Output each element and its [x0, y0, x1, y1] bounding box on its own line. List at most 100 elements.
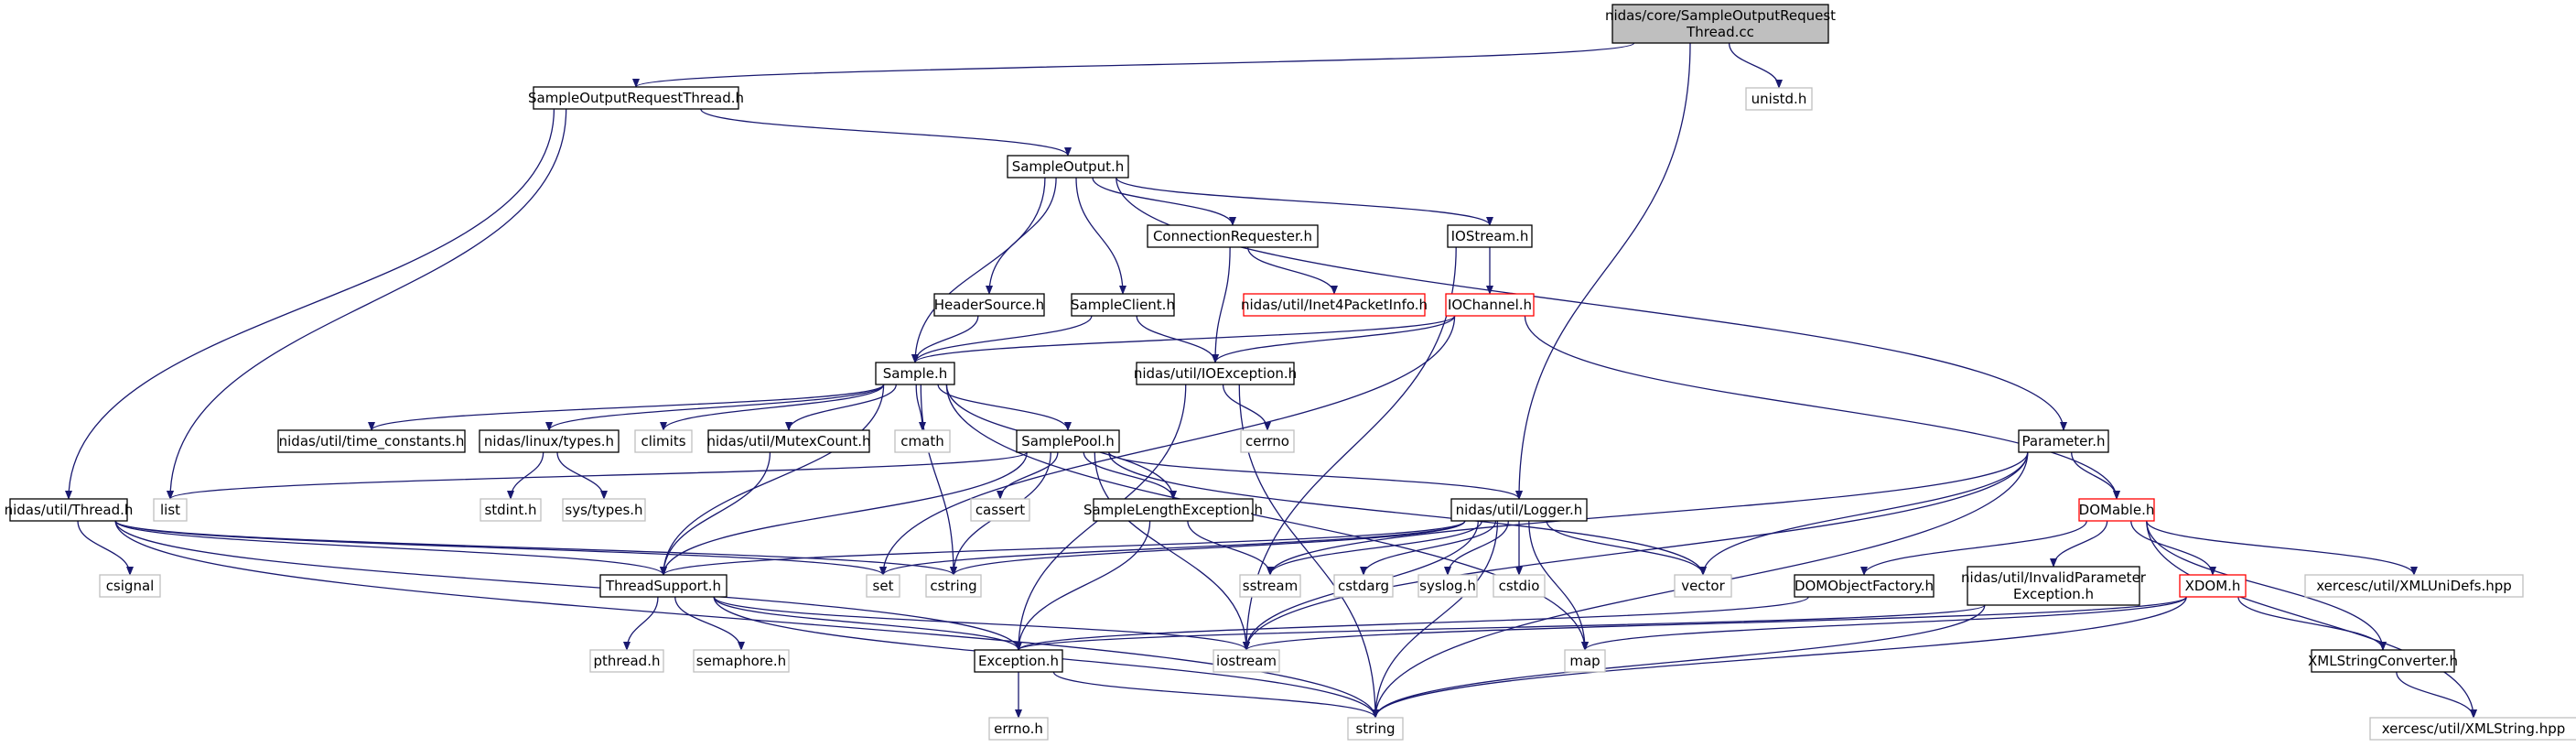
edge-sort-to-so — [700, 108, 1072, 157]
node-cstdio[interactable]: cstdio — [1493, 574, 1546, 598]
node-timeconst[interactable]: nidas/util/time_constants.h — [277, 429, 466, 453]
node-set[interactable]: set — [866, 574, 900, 598]
edge-logger-to-map — [1528, 520, 1589, 651]
node-cerrno[interactable]: cerrno — [1240, 429, 1295, 453]
node-cstring[interactable]: cstring — [925, 574, 982, 598]
node-label: HeaderSource.h — [934, 297, 1044, 313]
node-xdom[interactable]: XDOM.h — [2179, 574, 2247, 598]
node-threadsupport[interactable]: ThreadSupport.h — [599, 574, 728, 598]
node-xmlstring[interactable]: xercesc/util/XMLString.hpp — [2369, 717, 2576, 741]
node-box — [933, 293, 1045, 317]
node-cstdarg[interactable]: cstdarg — [1333, 574, 1394, 598]
node-box — [599, 574, 728, 598]
node-box — [1745, 87, 1813, 111]
node-label: XDOM.h — [2185, 578, 2241, 594]
node-sample[interactable]: Sample.h — [875, 362, 955, 385]
node-vector[interactable]: vector — [1674, 574, 1732, 598]
node-box — [153, 498, 188, 522]
node-pthread[interactable]: pthread.h — [589, 649, 664, 673]
node-domable[interactable]: DOMable.h — [2078, 498, 2155, 522]
node-unistd[interactable]: unistd.h — [1745, 87, 1813, 111]
edge-so-to-connreq — [1092, 177, 1236, 226]
edge-sample-to-map — [945, 384, 1589, 651]
node-mutexcount[interactable]: nidas/util/MutexCount.h — [706, 429, 871, 453]
node-errnoh[interactable]: errno.h — [988, 717, 1049, 741]
node-samplelen[interactable]: SampleLengthException.h — [1083, 498, 1263, 522]
node-box — [1611, 4, 1829, 44]
node-label: DOMObjectFactory.h — [1795, 578, 1934, 594]
node-ioexc[interactable]: nidas/util/IOException.h — [1134, 362, 1297, 385]
node-label: DOMable.h — [2079, 502, 2155, 518]
node-label: sys/types.h — [565, 502, 642, 518]
node-semaphore[interactable]: semaphore.h — [693, 649, 790, 673]
edge-domable-to-xdom — [2130, 520, 2216, 576]
node-label: ConnectionRequester.h — [1153, 228, 1312, 244]
node-box — [634, 429, 693, 453]
node-list[interactable]: list — [153, 498, 188, 522]
node-inet4[interactable]: nidas/util/Inet4PacketInfo.h — [1241, 293, 1428, 317]
node-box — [1333, 574, 1394, 598]
edge-thread-to-string — [114, 520, 1379, 719]
edge-sample-to-mutexcount — [785, 384, 897, 431]
node-sstream[interactable]: sstream — [1239, 574, 1301, 598]
node-label: xercesc/util/XMLString.hpp — [2382, 720, 2566, 737]
node-climits[interactable]: climits — [634, 429, 693, 453]
node-parameter[interactable]: Parameter.h — [2018, 429, 2109, 453]
edge-logger-to-vector — [1546, 520, 1707, 576]
node-box — [970, 498, 1030, 522]
node-cassert[interactable]: cassert — [970, 498, 1030, 522]
edge-sampleclient-to-sample — [911, 315, 1093, 363]
node-xmlstrconv[interactable]: XMLStringConverter.h — [2308, 649, 2458, 673]
edge-threadsupport-to-iostream — [713, 596, 1250, 651]
node-linuxtypes[interactable]: nidas/linux/types.h — [479, 429, 620, 453]
node-stdint[interactable]: stdint.h — [480, 498, 542, 522]
node-domfactory[interactable]: DOMObjectFactory.h — [1794, 574, 1935, 598]
node-label: nidas/util/MutexCount.h — [706, 433, 870, 449]
node-label: nidas/util/Logger.h — [1456, 502, 1583, 518]
node-xmlunidefs[interactable]: xercesc/util/XMLUniDefs.hpp — [2304, 574, 2524, 598]
node-exception[interactable]: Exception.h — [974, 649, 1063, 673]
node-box — [9, 498, 128, 522]
node-systypes[interactable]: sys/types.h — [562, 498, 646, 522]
node-label: nidas/util/Inet4PacketInfo.h — [1241, 297, 1428, 313]
edge-ioexc-to-cerrno — [1222, 384, 1271, 431]
node-label: cstring — [930, 578, 976, 594]
node-sort[interactable]: SampleOutputRequestThread.h — [528, 86, 744, 110]
node-box — [1136, 362, 1295, 385]
node-iostream_h[interactable]: IOStream.h — [1447, 224, 1533, 248]
edge-sort-to-thread — [65, 108, 555, 500]
node-label: climits — [641, 433, 685, 449]
node-so[interactable]: SampleOutput.h — [1007, 155, 1129, 179]
node-box — [2311, 649, 2455, 673]
node-label: SampleLengthException.h — [1083, 502, 1263, 518]
node-iochannel[interactable]: IOChannel.h — [1445, 293, 1535, 317]
node-syslog[interactable]: syslog.h — [1417, 574, 1478, 598]
node-box — [1239, 574, 1301, 598]
node-box — [2078, 498, 2155, 522]
node-thread[interactable]: nidas/util/Thread.h — [5, 498, 134, 522]
node-samplepool[interactable]: SamplePool.h — [1016, 429, 1120, 453]
node-headersrc[interactable]: HeaderSource.h — [933, 293, 1045, 317]
edge-xmlstrconv-to-xmlstring — [2396, 671, 2477, 719]
node-map[interactable]: map — [1564, 649, 1606, 673]
node-label: Sample.h — [883, 365, 948, 382]
node-connreq[interactable]: ConnectionRequester.h — [1147, 224, 1319, 248]
edge-thread-to-cstring — [114, 520, 957, 576]
node-iostream[interactable]: iostream — [1213, 649, 1280, 673]
node-box — [1240, 429, 1295, 453]
edge-samplepool-to-vector — [1108, 451, 1707, 576]
node-string[interactable]: string — [1347, 717, 1404, 741]
edge-domable-to-invparam — [2050, 520, 2108, 568]
node-root[interactable]: nidas/core/SampleOutputRequestThread.cc — [1605, 4, 1836, 44]
node-logger[interactable]: nidas/util/Logger.h — [1450, 498, 1588, 522]
edge-iochannel-to-sample — [911, 315, 1456, 363]
edge-xdom-to-map — [1581, 596, 2187, 651]
node-box — [988, 717, 1049, 741]
node-csignal[interactable]: csignal — [99, 574, 161, 598]
node-cmath[interactable]: cmath — [894, 429, 951, 453]
edge-so-to-iostream_h — [1116, 177, 1493, 226]
node-label: xercesc/util/XMLUniDefs.hpp — [2316, 578, 2512, 594]
node-sampleclient[interactable]: SampleClient.h — [1071, 293, 1175, 317]
